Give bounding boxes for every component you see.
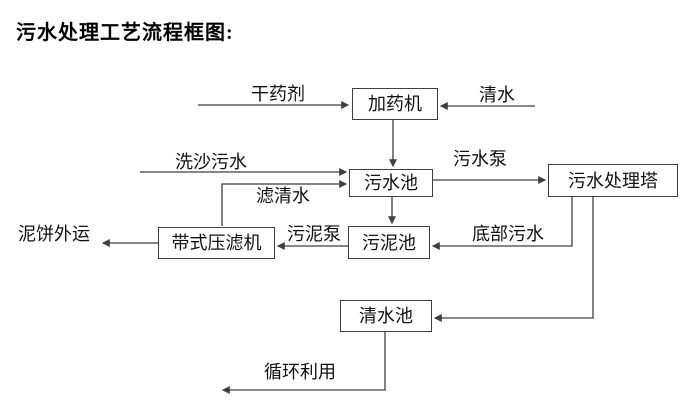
label-sewage-pump: 污水泵 xyxy=(453,149,507,169)
node-dosing-machine: 加药机 xyxy=(352,88,438,120)
label-sand-washing-sewage: 洗沙污水 xyxy=(175,152,247,172)
filtered-water-arrow xyxy=(221,180,348,226)
node-belt-filter-press: 带式压滤机 xyxy=(158,227,275,259)
tower-to-clean-arrow xyxy=(433,197,594,322)
label-filtered-water: 滤清水 xyxy=(256,186,310,206)
label-clean-water: 清水 xyxy=(479,85,515,105)
node-treatment-tower: 污水处理塔 xyxy=(548,164,678,197)
recycling-arrow xyxy=(221,332,386,394)
label-mud-cake-outbound: 泥饼外运 xyxy=(18,224,90,244)
label-sludge-pump: 污泥泵 xyxy=(287,224,341,244)
node-clean-water-pool: 清水池 xyxy=(340,300,432,332)
bottom-sewage-arrow xyxy=(431,197,573,250)
label-recycling: 循环利用 xyxy=(264,362,336,382)
page-title: 污水处理工艺流程框图: xyxy=(16,22,234,44)
node-sludge-pool: 污泥池 xyxy=(348,226,430,259)
label-bottom-sewage: 底部污水 xyxy=(472,224,544,244)
label-dry-agent: 干药剂 xyxy=(251,84,305,104)
node-sewage-pool: 污水池 xyxy=(349,169,433,197)
